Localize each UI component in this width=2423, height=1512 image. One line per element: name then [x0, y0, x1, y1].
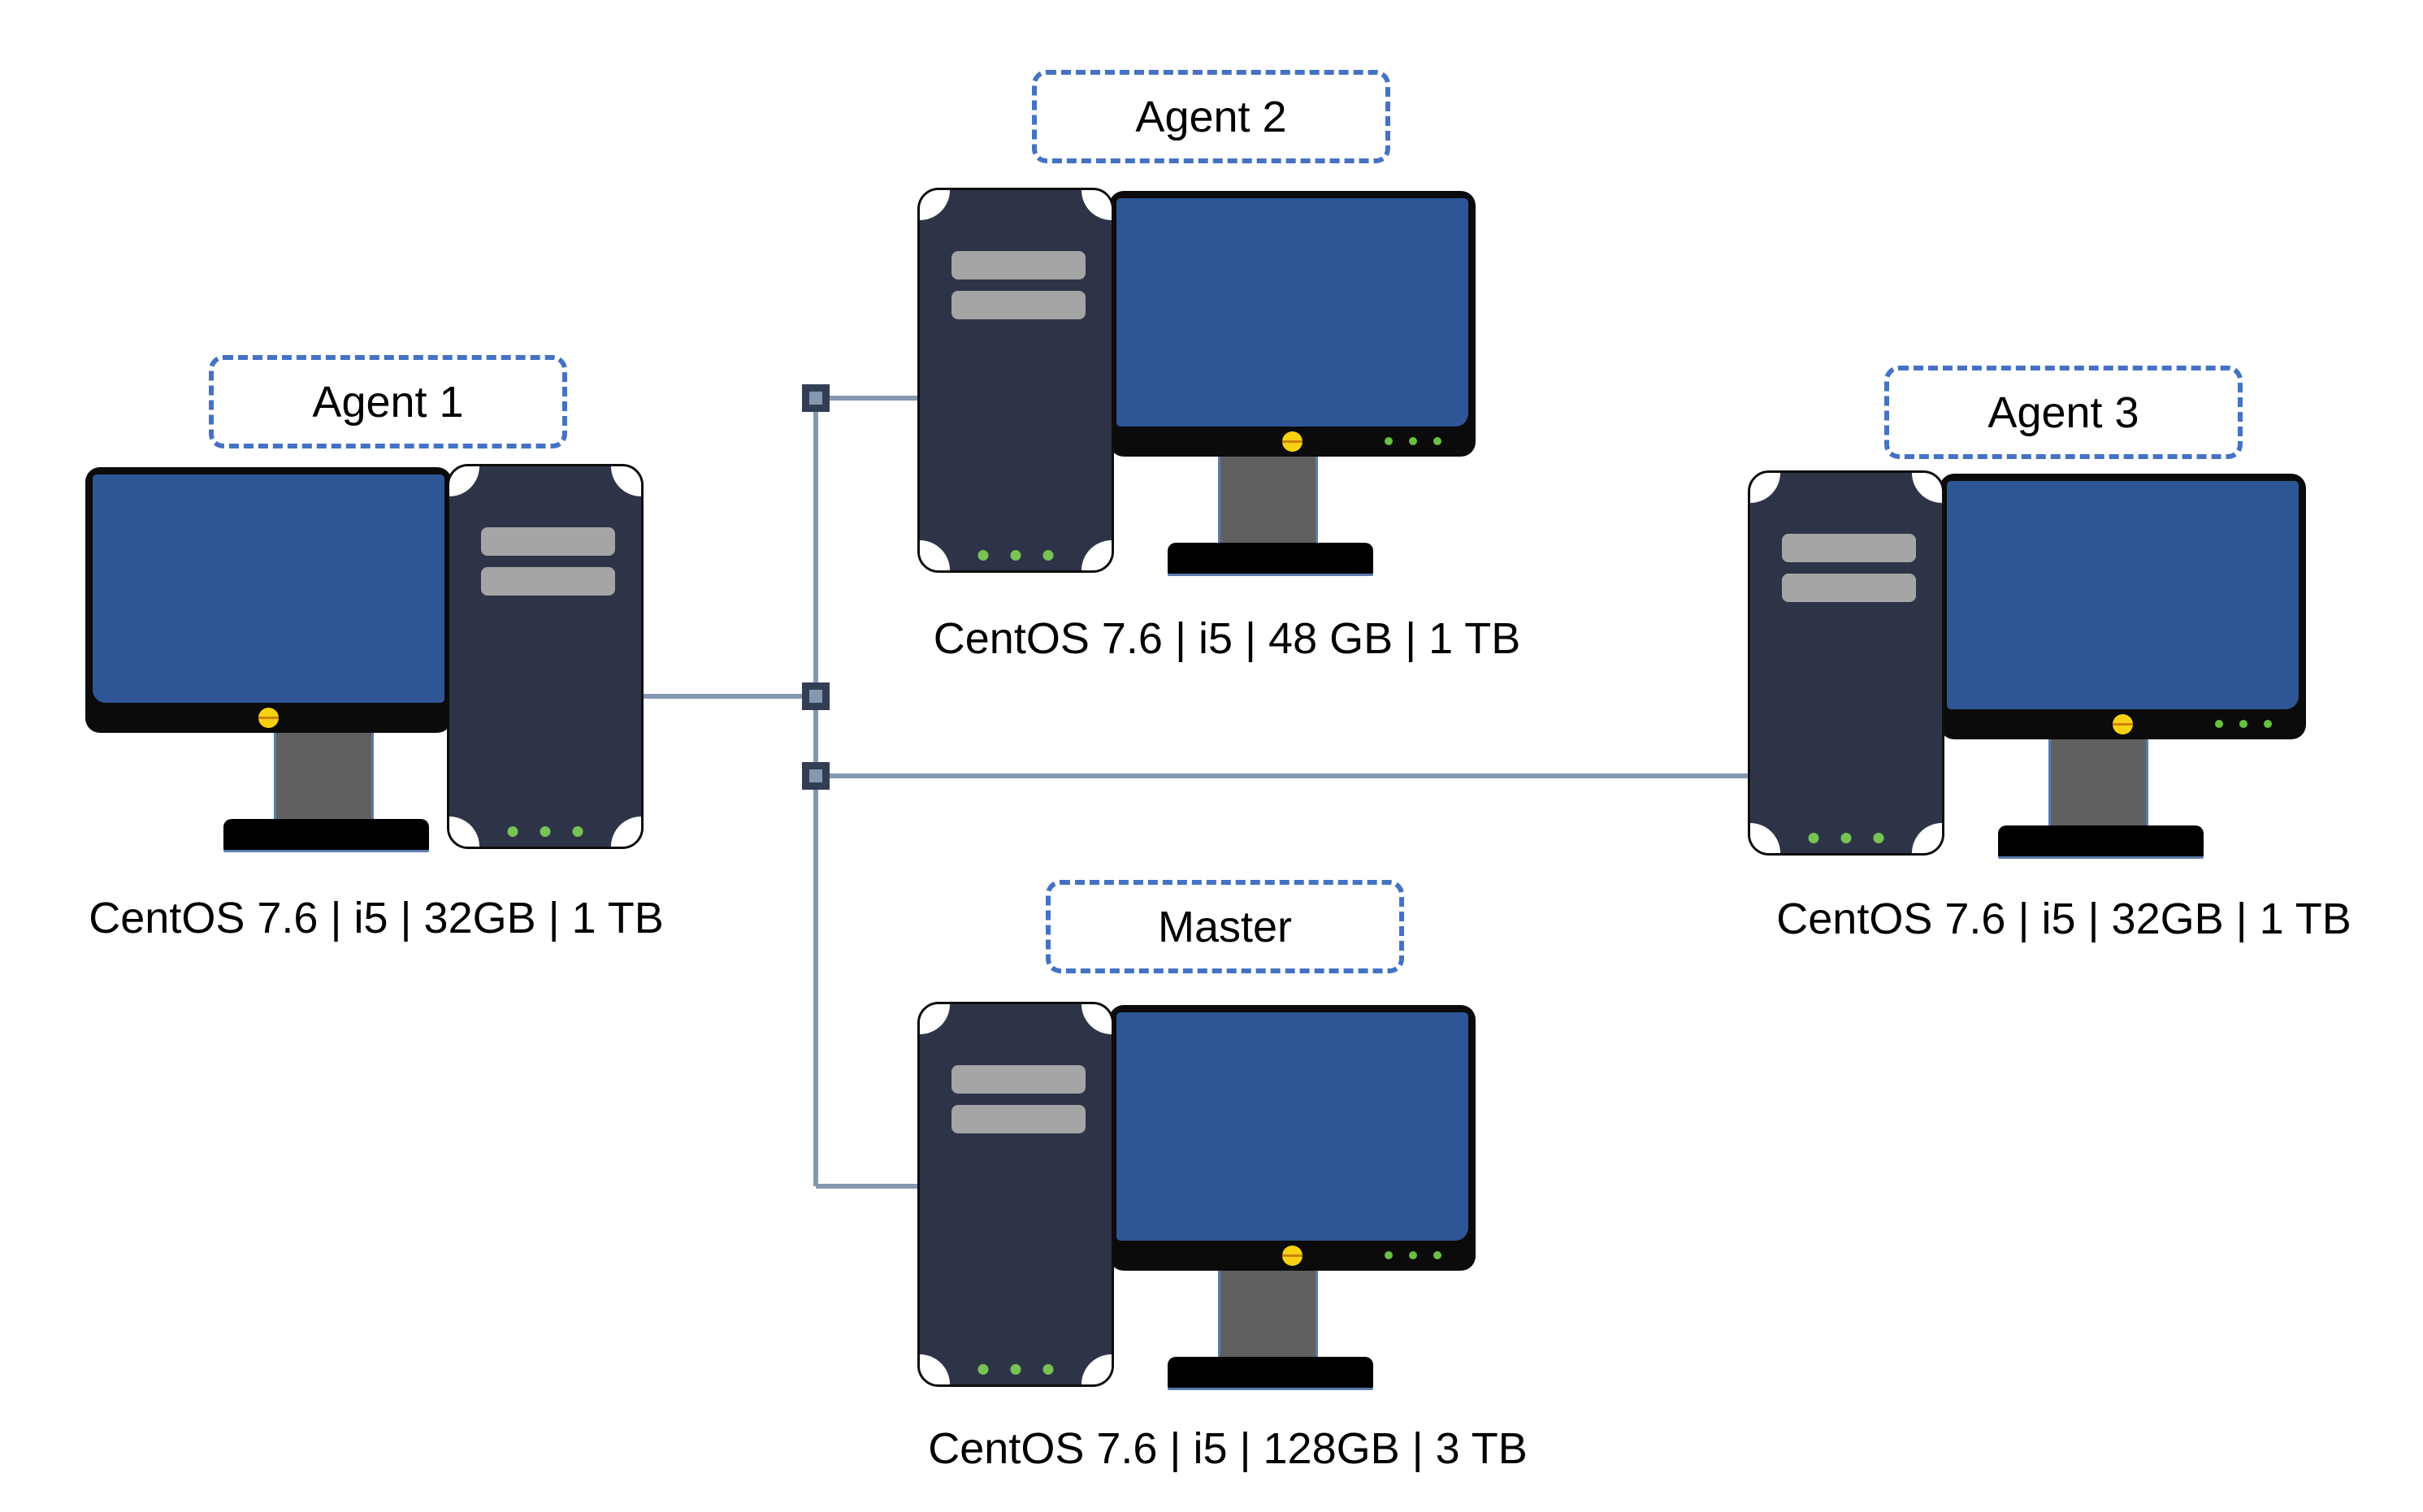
- server-tower-icon: [1748, 470, 1944, 856]
- tower-indicator-lights: [1808, 833, 1884, 843]
- indicator-lights-icon: [2215, 720, 2272, 728]
- drive-bay: [951, 251, 1086, 279]
- node-label: Agent 3: [1987, 388, 2139, 437]
- power-button-icon: [2112, 714, 2133, 734]
- server-tower-icon: [447, 464, 644, 849]
- drive-bay: [1782, 574, 1916, 602]
- tower-indicator-lights: [507, 826, 583, 837]
- node-specs: CentOS 7.6 | i5 | 128GB | 3 TB: [928, 1424, 1528, 1473]
- monitor-icon: [1109, 1005, 1476, 1271]
- connector-node-bottom: [802, 762, 830, 790]
- monitor-icon: [85, 467, 452, 733]
- server-tower-icon: [917, 1002, 1114, 1387]
- drive-bay: [951, 1065, 1086, 1094]
- tower-indicator-lights: [977, 550, 1054, 561]
- monitor-screen: [93, 474, 444, 703]
- power-button-icon: [1281, 431, 1303, 452]
- connection-line-agent3: [816, 773, 1749, 778]
- connection-line-trunk: [813, 398, 818, 1186]
- node-specs: CentOS 7.6 | i5 | 48 GB | 1 TB: [933, 614, 1521, 663]
- drive-bay: [481, 527, 615, 556]
- connector-node-top: [802, 384, 830, 412]
- monitor-base: [223, 819, 429, 850]
- node-label: Agent 1: [312, 377, 464, 427]
- server-tower-icon: [917, 188, 1114, 573]
- node-label-box: Agent 1: [209, 355, 567, 448]
- computer-icon: [85, 464, 644, 850]
- computer-icon: [917, 1002, 1476, 1388]
- drive-bay: [951, 291, 1086, 319]
- monitor-icon: [1940, 474, 2306, 739]
- node-label-box: Agent 3: [1884, 366, 2243, 459]
- power-button-icon: [258, 708, 279, 728]
- connector-node-middle: [802, 682, 830, 710]
- connection-line-master: [816, 1184, 920, 1189]
- node-label: Agent 2: [1135, 92, 1287, 141]
- tower-body: [920, 1004, 1112, 1384]
- tower-indicator-lights: [977, 1364, 1054, 1375]
- tower-body: [920, 190, 1112, 570]
- monitor-base: [1168, 543, 1373, 574]
- monitor-stand: [2048, 739, 2148, 825]
- indicator-lights-icon: [1385, 1251, 1441, 1259]
- drive-bay: [951, 1105, 1086, 1133]
- monitor-screen: [1116, 1012, 1468, 1241]
- node-label: Master: [1157, 902, 1293, 951]
- tower-body: [449, 466, 641, 847]
- power-button-icon: [1281, 1246, 1303, 1266]
- monitor-base: [1168, 1357, 1373, 1388]
- drive-bay: [1782, 534, 1916, 562]
- node-specs: CentOS 7.6 | i5 | 32GB | 1 TB: [1776, 895, 2351, 943]
- monitor-stand: [1218, 457, 1318, 543]
- computer-icon: [1748, 470, 2306, 856]
- node-label-box: Agent 2: [1032, 70, 1390, 163]
- node-specs: CentOS 7.6 | i5 | 32GB | 1 TB: [89, 894, 664, 942]
- monitor-icon: [1109, 191, 1476, 457]
- monitor-base: [1998, 825, 2204, 856]
- indicator-lights-icon: [1385, 437, 1441, 445]
- monitor-stand: [1218, 1271, 1318, 1357]
- monitor-screen: [1947, 481, 2299, 709]
- drive-bay: [481, 567, 615, 596]
- monitor-screen: [1116, 198, 1468, 427]
- computer-icon: [917, 188, 1476, 574]
- node-label-box: Master: [1046, 880, 1404, 973]
- connection-line-agent1: [642, 694, 817, 699]
- tower-body: [1750, 473, 1942, 853]
- monitor-stand: [274, 733, 374, 819]
- connection-line-agent2: [816, 396, 920, 401]
